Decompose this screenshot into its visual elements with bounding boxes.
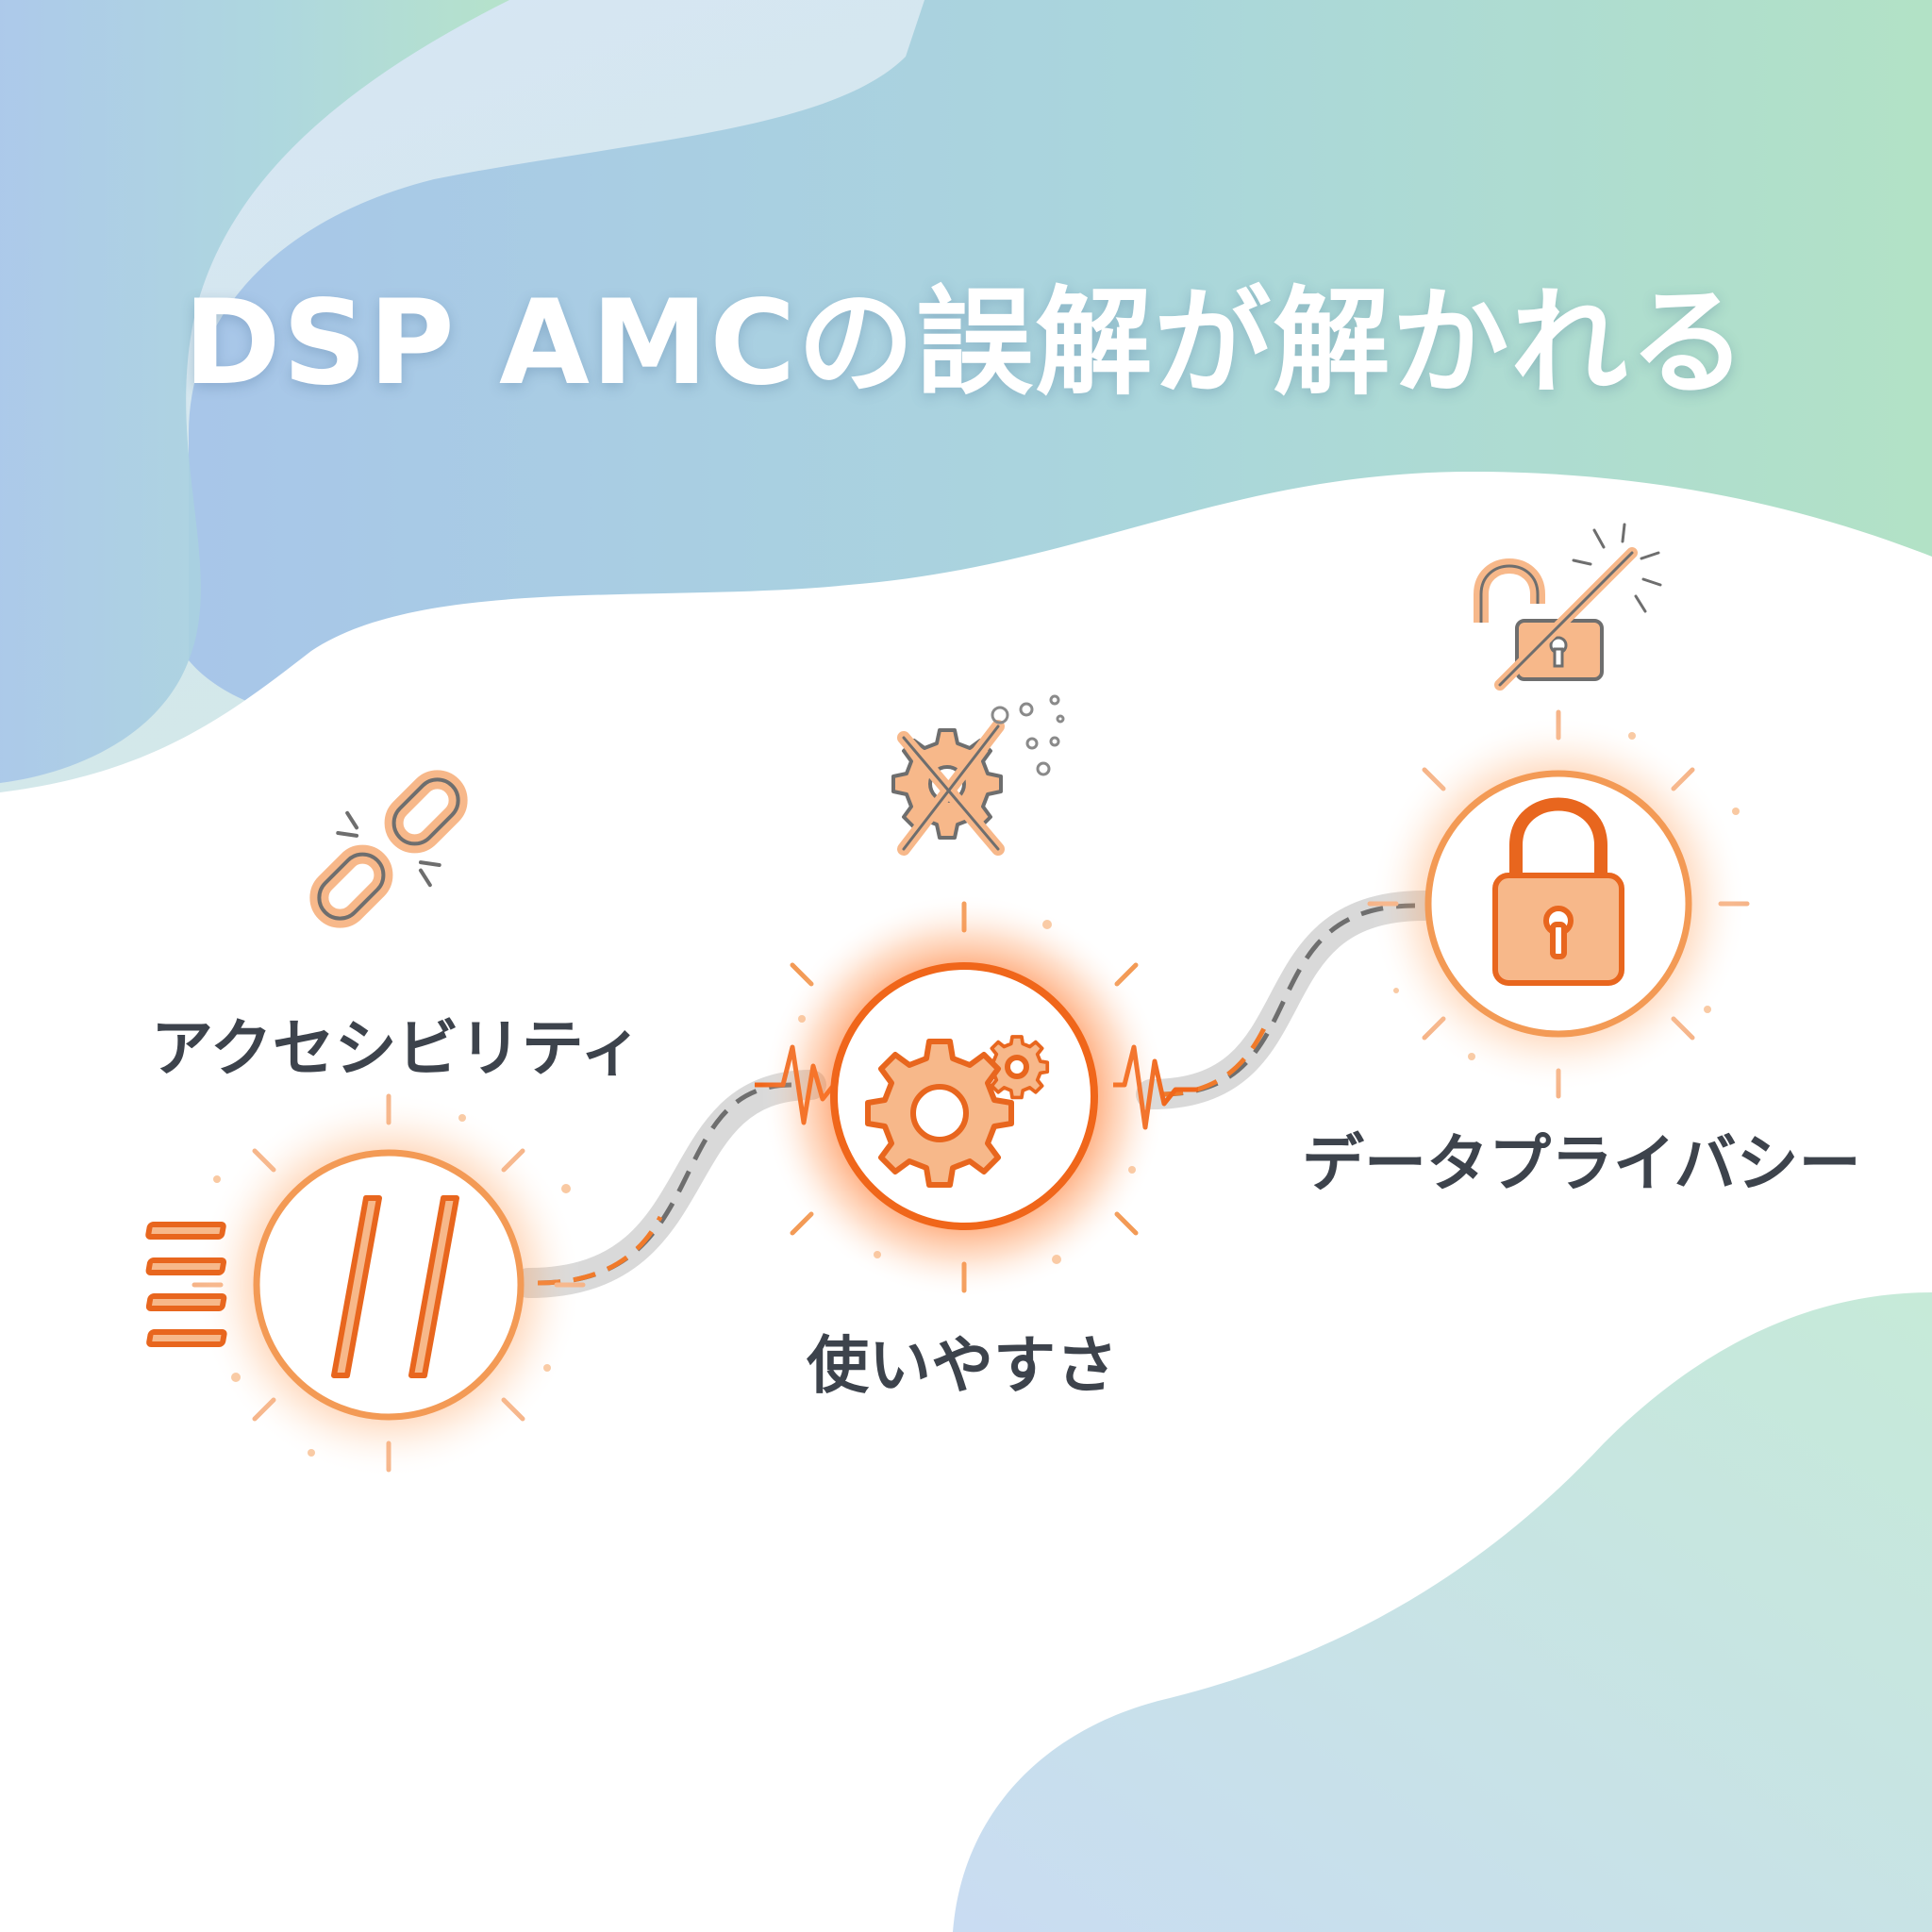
step-accessibility[interactable]: [145, 1091, 586, 1478]
sparkle-dots: [991, 694, 1065, 776]
step-usability[interactable]: [761, 893, 1167, 1299]
step-label-accessibility: アクセシビリティ: [151, 1012, 642, 1085]
left-blob: [0, 0, 509, 783]
top-blob: [189, 0, 1932, 728]
crossed-gear-icon: [891, 694, 1065, 856]
node-circle: [253, 1149, 525, 1421]
gears-icon: [865, 1035, 1050, 1188]
page-title: DSP AMCの誤解が解かれる: [183, 275, 1749, 411]
broken-chain-icon: [309, 770, 468, 928]
bottom-blob: [953, 1292, 1932, 1932]
step-label-privacy: データプライバシー: [1302, 1127, 1861, 1200]
step-privacy[interactable]: [1367, 709, 1750, 1099]
padlock-icon: [1492, 797, 1624, 986]
ladder-icon: [145, 1195, 459, 1378]
step-label-usability: 使いやすさ: [807, 1329, 1118, 1402]
broken-padlock-icon: [1474, 523, 1662, 691]
